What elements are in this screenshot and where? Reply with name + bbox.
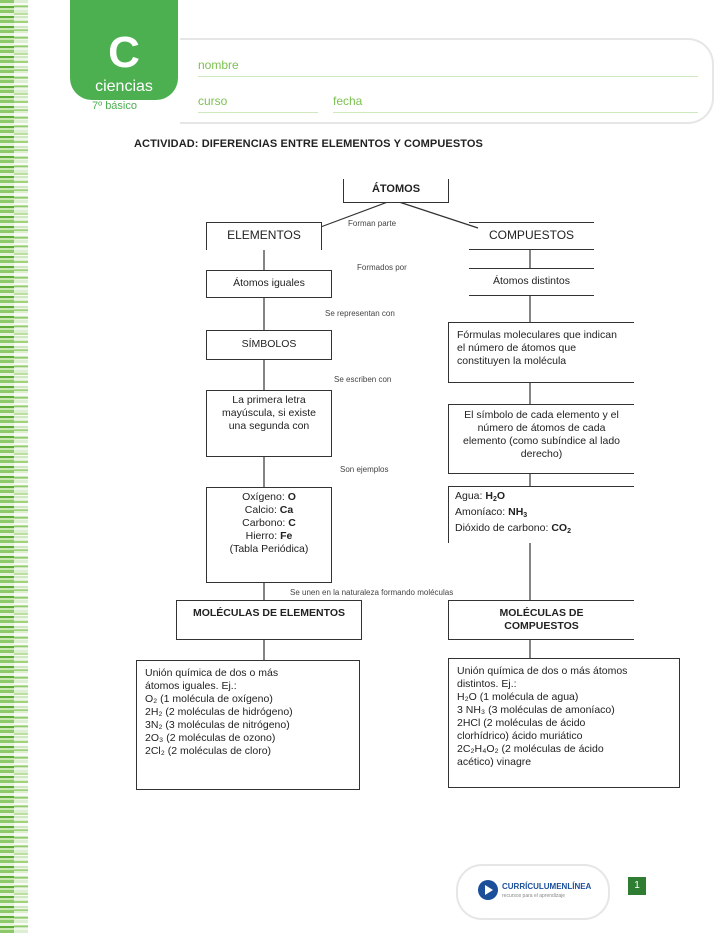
union-line: O₂ (1 molécula de oxígeno) <box>145 693 273 705</box>
date-label: fecha <box>333 94 363 108</box>
example-water: Agua: H2O <box>455 490 506 503</box>
compound-examples-node: Agua: H2O Amoníaco: NH3 Dióxido de carbo… <box>448 486 634 543</box>
page-number: 1 <box>628 877 646 895</box>
subject-logo: C ciencias <box>70 0 178 100</box>
union-line: 2C₂H₄O₂ (2 moléculas de ácido <box>457 743 604 755</box>
compounds-node: COMPUESTOS <box>469 222 594 250</box>
date-field[interactable] <box>333 112 698 113</box>
different-atoms-node: Átomos distintos <box>469 268 594 296</box>
decorative-border <box>0 0 28 933</box>
element-molecules-node: MOLÉCULAS DE ELEMENTOS <box>176 600 362 640</box>
example-ammonia: Amoníaco: NH3 <box>455 506 528 519</box>
element-examples-node: Oxígeno: O Calcio: Ca Carbono: C Hierro:… <box>206 487 332 583</box>
name-label: nombre <box>198 58 239 72</box>
activity-title: ACTIVIDAD: DIFERENCIAS ENTRE ELEMENTOS Y… <box>134 138 483 150</box>
example-carbon: Carbono: C <box>242 517 296 529</box>
union-line: 3N₂ (3 moléculas de nitrógeno) <box>145 719 290 731</box>
play-icon <box>478 880 498 900</box>
compound-molecules-node: MOLÉCULAS DE COMPUESTOS <box>448 600 634 640</box>
union-line: 2H₂ (2 moléculas de hidrógeno) <box>145 706 293 718</box>
formulas-node: Fórmulas moleculares que indican el núme… <box>448 322 634 383</box>
example-calcium: Calcio: Ca <box>244 504 294 516</box>
brand-subtitle: recursos para el aprendizaje <box>502 893 566 899</box>
example-co2: Dióxido de carbono: CO2 <box>455 522 571 535</box>
compound-union-node: Unión química de dos o más átomos distin… <box>448 658 680 788</box>
symbols-node: SÍMBOLOS <box>206 330 332 360</box>
atoms-node: ÁTOMOS <box>343 179 449 203</box>
elements-node: ELEMENTOS <box>206 222 322 250</box>
union-line: Unión química de dos o más <box>145 667 279 679</box>
union-line: H₂O (1 molécula de agua) <box>457 691 579 703</box>
union-line: 2HCl (2 moléculas de ácido <box>457 717 586 729</box>
grade-label: 7º básico <box>92 100 137 112</box>
element-union-node: Unión química de dos o más átomos iguale… <box>136 660 360 790</box>
union-line: Unión química de dos o más átomos <box>457 665 628 677</box>
connector-molecules: Se unen en la naturaleza formando molécu… <box>290 588 454 597</box>
connector-examples: Son ejemplos <box>340 465 389 474</box>
equal-atoms-node: Átomos iguales <box>206 270 332 298</box>
name-field[interactable] <box>198 76 698 77</box>
union-line: 3 NH₃ (3 moléculas de amoníaco) <box>457 704 615 716</box>
logo-letter: C <box>108 28 140 77</box>
course-field[interactable] <box>198 112 318 113</box>
union-line: clorhídrico) ácido muriático <box>457 730 583 742</box>
example-oxygen: Oxígeno: O <box>242 491 296 503</box>
brand-name: CURRÍCULUMENLÍNEA <box>502 882 592 891</box>
connector-formed-by: Formados por <box>357 263 407 272</box>
union-line: distintos. Ej.: <box>457 678 517 690</box>
example-iron: Hierro: Fe <box>245 530 293 542</box>
connector-represented: Se representan con <box>325 309 395 318</box>
connector-form-part: Forman parte <box>348 219 397 228</box>
connector-written: Se escriben con <box>334 375 392 384</box>
first-letter-node: La primera letra mayúscula, si existe un… <box>206 390 332 457</box>
course-label: curso <box>198 94 228 108</box>
union-line: átomos iguales. Ej.: <box>145 680 237 692</box>
union-line: 2O₃ (2 moléculas de ozono) <box>145 732 276 744</box>
union-line: 2Cl₂ (2 moléculas de cloro) <box>145 745 272 757</box>
logo-text: ciencias <box>95 78 153 95</box>
periodic-table-note: (Tabla Periódica) <box>229 543 309 555</box>
symbol-each-node: El símbolo de cada elemento y el número … <box>448 404 634 474</box>
student-info-box <box>180 38 714 124</box>
footer-frame <box>456 864 610 920</box>
union-line: acético) vinagre <box>457 756 532 768</box>
